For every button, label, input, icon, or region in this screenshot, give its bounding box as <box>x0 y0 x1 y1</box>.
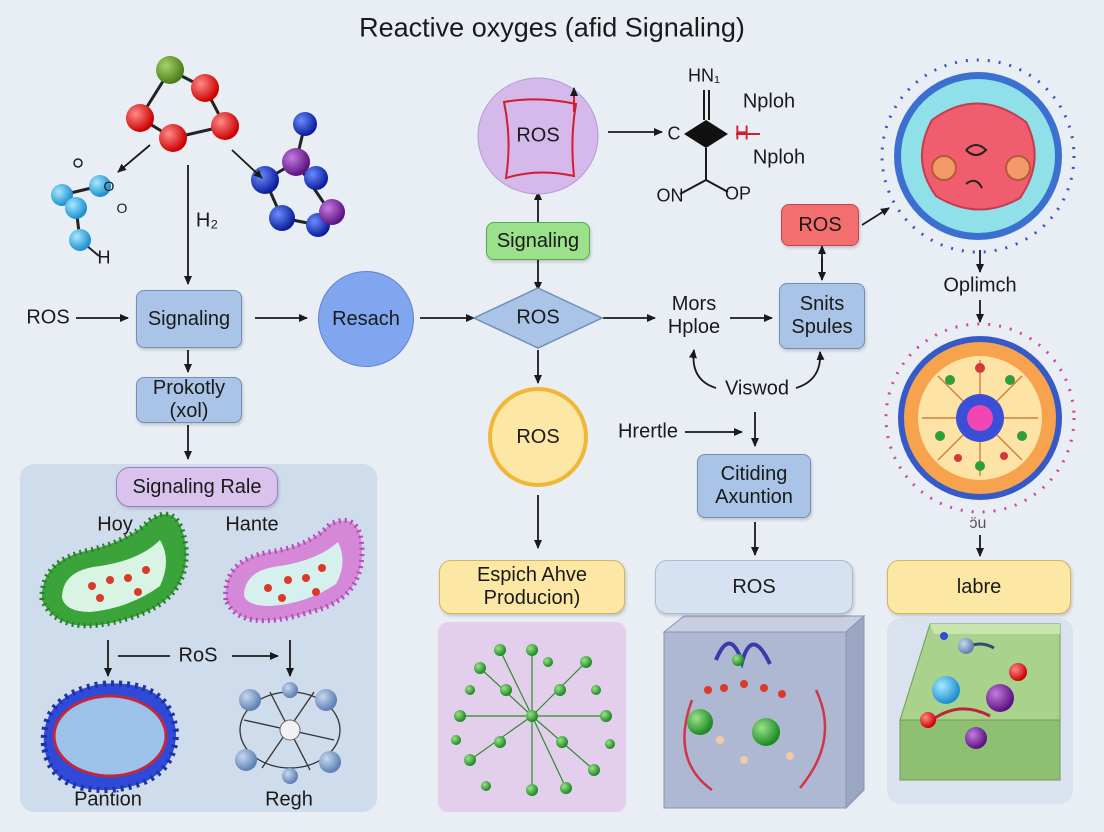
formula-hn-label: HN₁ <box>687 65 721 86</box>
ros-yellow-circle[interactable]: ROS <box>488 387 588 487</box>
blue-organelle <box>40 680 180 794</box>
pantion-label: Pantion <box>74 788 142 811</box>
atom-network <box>235 682 341 784</box>
viswod-label: Viswod <box>724 377 790 400</box>
bacterium-right <box>223 518 365 624</box>
cell-right-middle <box>884 322 1076 514</box>
formula-diamond <box>684 120 728 148</box>
ros-mid-label: RoS <box>178 644 218 667</box>
resach-node[interactable]: Resach <box>318 271 414 367</box>
formula-c-label: C <box>667 123 681 144</box>
cell-top-right <box>880 58 1076 254</box>
diagram-title: Reactive oxyges (afid Signaling) <box>359 12 745 43</box>
labre-node[interactable]: labre <box>887 560 1071 614</box>
formula-op-label: OP <box>724 183 752 204</box>
citiding-axuntion-node[interactable]: Citiding Axuntion <box>697 454 811 518</box>
signaling-node[interactable]: Signaling <box>136 290 242 348</box>
ros-input-label: ROS <box>26 306 70 329</box>
signaling-rale-node[interactable]: Signaling Rale <box>116 467 278 507</box>
formula-on-label: ON <box>656 185 684 206</box>
ros-diamond-label[interactable]: ROS <box>516 306 560 329</box>
h-atom-label: H <box>97 247 111 268</box>
signaling-green-node[interactable]: Signaling <box>486 222 590 260</box>
cube-box <box>662 614 866 810</box>
oplimch-label: Oplimch <box>943 274 1017 297</box>
small-mark-label: ɔ̈u <box>969 514 987 532</box>
green-tray <box>899 623 1061 781</box>
espich-ahve-node[interactable]: Espich Ahve Producion) <box>439 560 625 614</box>
ros-box-node[interactable]: ROS <box>655 560 853 614</box>
h2-label: H₂ <box>195 209 219 232</box>
snits-spules-node[interactable]: Snits Spules <box>779 283 865 349</box>
formula-nploh-label-2: Nploh <box>752 146 806 169</box>
green-dot-cluster <box>451 644 615 796</box>
prokotly-node[interactable]: Prokotly (xol) <box>136 377 242 423</box>
hrertle-label: Hrertle <box>617 420 679 443</box>
ros-diamond-shape <box>472 287 604 349</box>
bacterium-left <box>39 511 189 629</box>
formula-nploh-label-1: Nploh <box>742 90 796 113</box>
flow-arrows <box>76 128 984 677</box>
ros-square-label: ROS <box>516 124 560 147</box>
structural-formula <box>679 90 729 195</box>
regh-label: Regh <box>265 788 313 811</box>
ros-red-node[interactable]: ROS <box>781 204 859 246</box>
o-atom-label-2: O <box>116 199 128 216</box>
hante-label: Hante <box>225 513 279 536</box>
mors-hploe-label: Mors Hploe <box>667 293 721 338</box>
o-atom-label-1: O <box>103 177 115 194</box>
hoy-label: Hoy <box>97 513 133 536</box>
formula-h-red-label: H <box>734 122 750 145</box>
ros-red-outline <box>502 98 578 180</box>
